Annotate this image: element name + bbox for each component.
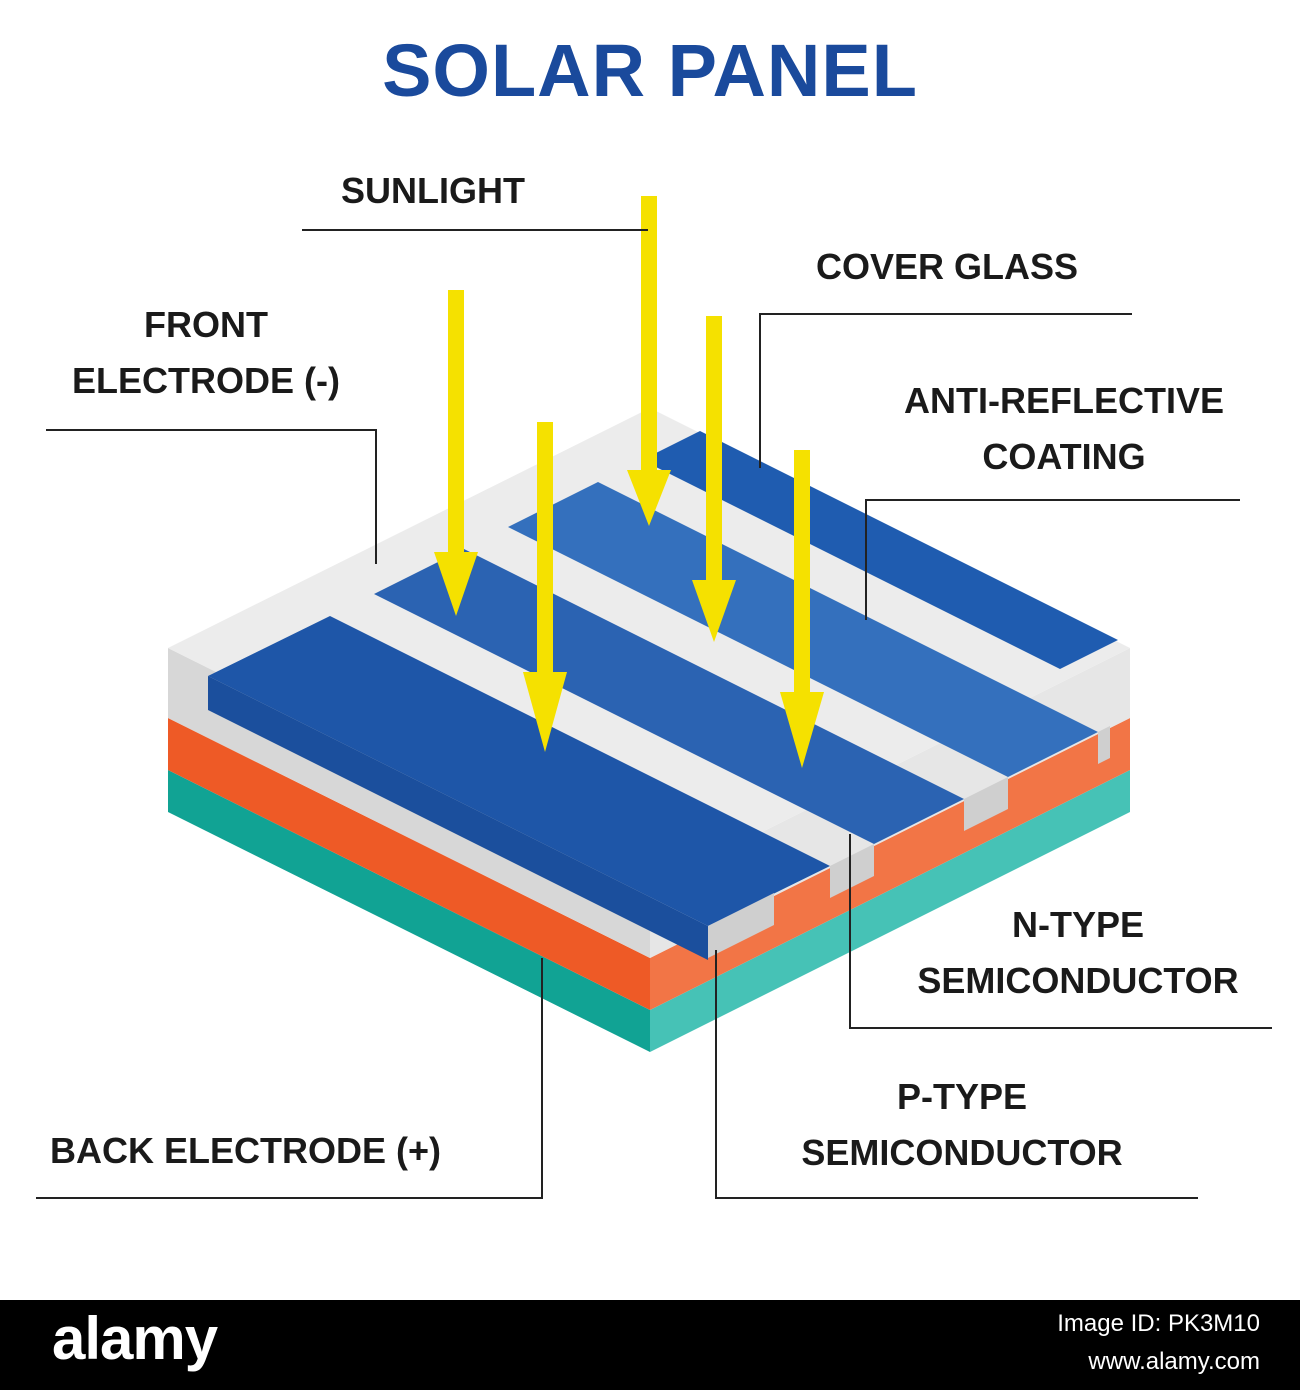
sunlight-arrow — [627, 196, 671, 526]
label-back-electrode: BACK ELECTRODE (+) — [50, 1130, 442, 1171]
leader-n-type — [849, 834, 1272, 1029]
image-id: Image ID: PK3M10 — [1057, 1310, 1260, 1337]
watermark-footer: alamy Image ID: PK3M10 www.alamy.com — [0, 1300, 1300, 1390]
cell-strip — [374, 549, 964, 844]
label-n-type-line2: SEMICONDUCTOR — [917, 960, 1239, 1001]
leader-back-electrode — [36, 958, 543, 1199]
page-title: SOLAR PANEL — [382, 29, 918, 112]
label-front-electrode-line2: ELECTRODE (-) — [72, 360, 340, 401]
cell-strip — [642, 431, 1118, 669]
label-front-electrode-line1: FRONT — [144, 304, 268, 345]
site-url: www.alamy.com — [1088, 1348, 1260, 1375]
label-cover-glass: COVER GLASS — [816, 246, 1079, 287]
label-n-type-line1: N-TYPE — [1011, 904, 1144, 945]
leader-cover-glass — [759, 313, 1132, 468]
label-p-type-line1: P-TYPE — [896, 1076, 1028, 1117]
sunlight-arrows — [434, 196, 824, 768]
solar-panel-diagram — [36, 196, 1272, 1199]
label-anti-reflective-line2: COATING — [982, 436, 1146, 477]
label-anti-reflective-line1: ANTI-REFLECTIVE — [904, 380, 1224, 421]
label-sunlight: SUNLIGHT — [341, 170, 525, 211]
p-type-layer-left-face — [168, 770, 650, 1052]
sunlight-arrow — [523, 422, 567, 752]
sunlight-arrow — [780, 450, 824, 768]
leader-p-type — [715, 950, 1198, 1199]
electrode-finger-ends — [708, 726, 1110, 958]
sunlight-arrow — [434, 290, 478, 616]
n-type-layer-right-face — [650, 718, 1130, 1010]
leader-anti-reflective — [865, 499, 1240, 620]
leader-lines — [36, 229, 1272, 1199]
brand-logo: alamy — [52, 1305, 218, 1372]
label-p-type-line2: SEMICONDUCTOR — [801, 1132, 1123, 1173]
leader-front-electrode — [46, 429, 377, 564]
cell-edge-left — [208, 676, 708, 960]
n-type-layer-left-face — [168, 718, 650, 1010]
cell-strip — [208, 616, 830, 926]
sunlight-arrow — [692, 316, 736, 642]
p-type-layer-right-face — [650, 770, 1130, 1052]
